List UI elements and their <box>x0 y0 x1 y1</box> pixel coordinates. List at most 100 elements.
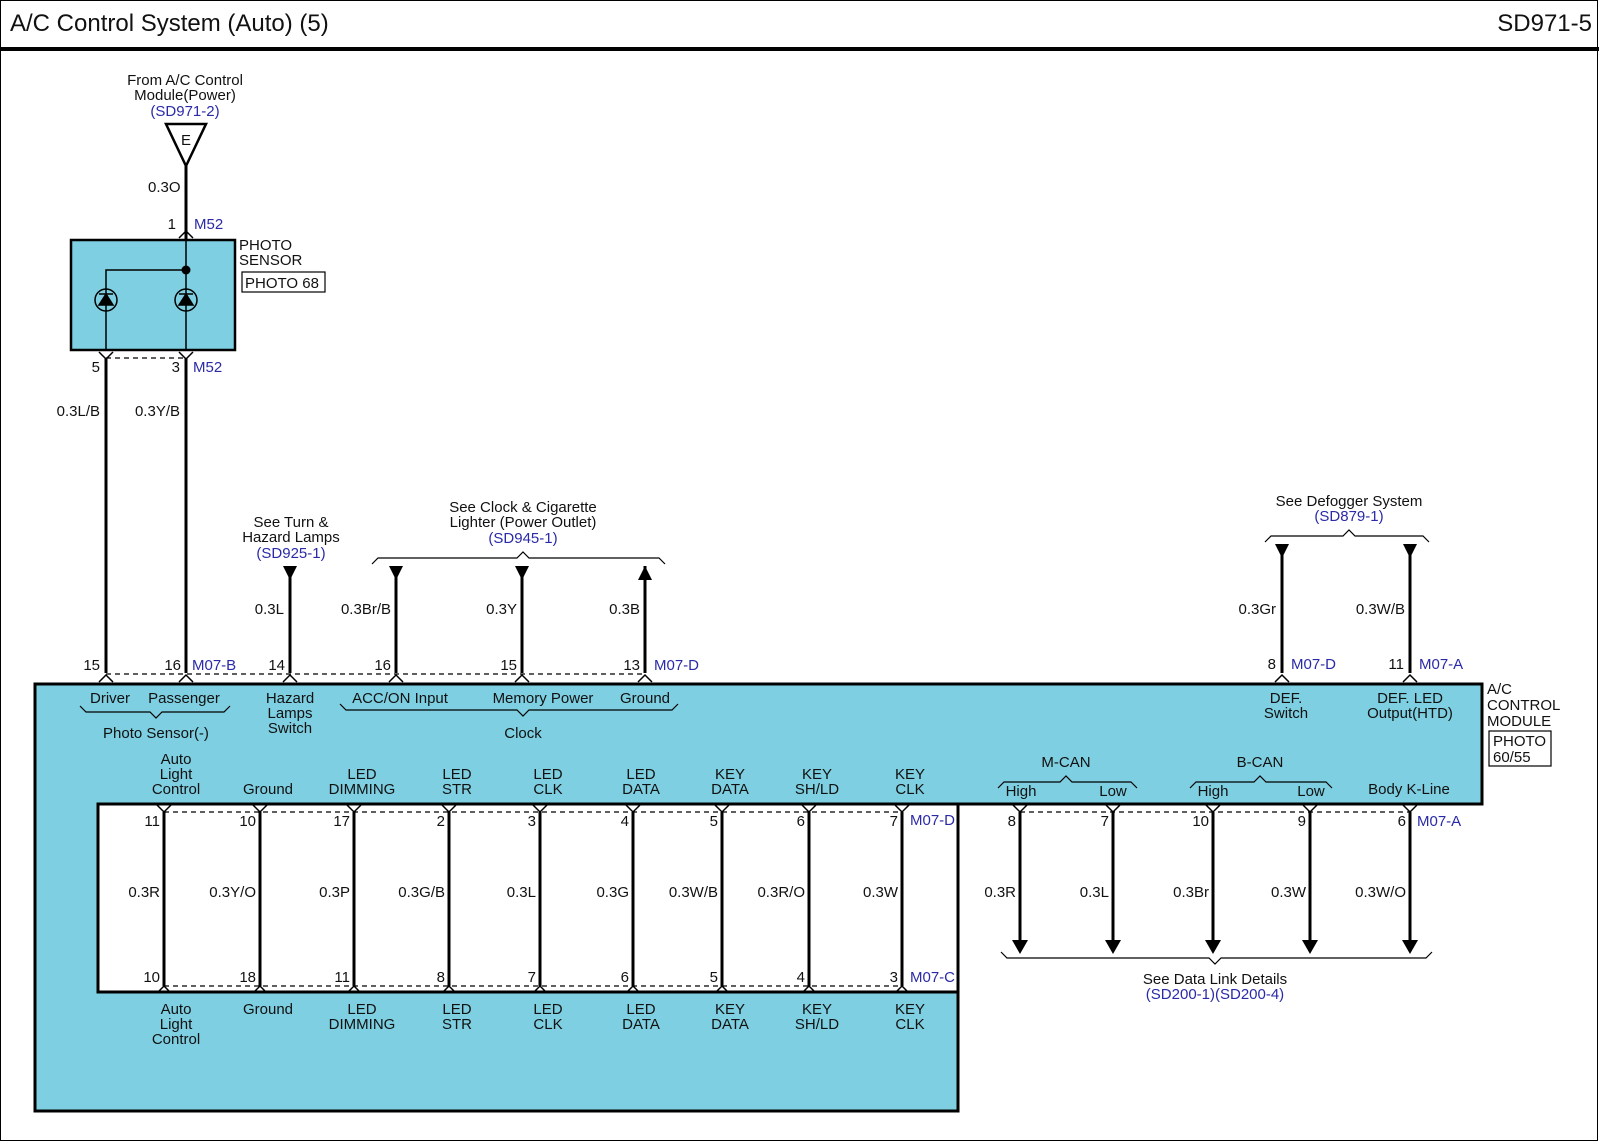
middle-signal-label-bottom: KEY <box>895 1001 925 1018</box>
connector-m07d-mid: M07-D <box>910 812 955 829</box>
middle-connector-window <box>96 802 960 994</box>
photo-sensor-photo-box <box>241 271 326 293</box>
turn-ref-line-1: See Turn & <box>253 514 328 531</box>
middle-pin-bottom-mark <box>346 984 362 994</box>
can-wire-arrow <box>1012 940 1028 954</box>
can-pin: 8 <box>1008 813 1016 830</box>
middle-pin-bottom: 11 <box>334 969 350 986</box>
mcan-brace <box>997 775 1138 789</box>
middle-pin-top: 10 <box>239 813 256 830</box>
data-link-brace <box>1000 951 1433 965</box>
defogger-ref-code: (SD879-1) <box>1314 508 1383 525</box>
middle-signal-label-bottom: LED <box>626 1001 655 1018</box>
pin-16-passenger: 16 <box>164 657 181 674</box>
middle-signal-label-top: KEY <box>715 766 745 783</box>
connector-m07b: M07-B <box>192 657 236 674</box>
label-mcan-high: High <box>1006 783 1037 800</box>
middle-pin-bottom-mark <box>156 984 172 994</box>
middle-pin-top-mark <box>346 804 362 814</box>
middle-signal-label-bottom: LED <box>442 1001 471 1018</box>
source-label-line-1: From A/C Control <box>127 72 243 89</box>
can-wire-label: 0.3R <box>984 884 1016 901</box>
label-mcan: M-CAN <box>1041 754 1090 771</box>
middle-pin-bottom: 6 <box>621 969 629 986</box>
middle-signal-label-top: LED <box>626 766 655 783</box>
photo-sensor-name-1: PHOTO <box>239 237 292 254</box>
module-name-3: MODULE <box>1487 713 1551 730</box>
middle-pin-bottom: 3 <box>890 969 898 986</box>
photo-wire-left-label: 0.3L/B <box>57 403 100 420</box>
connector-m07c: M07-C <box>910 969 955 986</box>
middle-wire-label: 0.3W/B <box>669 884 718 901</box>
bcan-brace <box>1189 775 1333 789</box>
middle-signal-label-bottom: KEY <box>802 1001 832 1018</box>
middle-wire-label: 0.3W <box>863 884 899 901</box>
label-hazard-3: Switch <box>268 720 312 737</box>
pin-15-driver: 15 <box>83 657 100 674</box>
connector-m07a-def: M07-A <box>1419 656 1463 673</box>
clock-ref-line-1: See Clock & Cigarette <box>449 499 597 516</box>
can-wire-label: 0.3W <box>1271 884 1307 901</box>
photo-internal-branch <box>105 269 186 350</box>
middle-signal-label-top: Auto <box>161 751 192 768</box>
middle-wire-label: 0.3Y/O <box>209 884 256 901</box>
middle-signal-label-bottom: DATA <box>622 1016 660 1033</box>
photo-sensor-name-2: SENSOR <box>239 252 303 269</box>
middle-wire-label: 0.3G <box>596 884 629 901</box>
label-hazard-1: Hazard <box>266 690 314 707</box>
middle-pin-bottom-mark <box>441 984 457 994</box>
middle-signal-label-bottom: Control <box>152 1031 200 1048</box>
middle-signal-label-bottom: Light <box>160 1016 193 1033</box>
pin-15-memory: 15 <box>500 657 517 674</box>
middle-signal-label-top: STR <box>442 781 472 798</box>
module-photo-2: 60/55 <box>1493 749 1531 766</box>
middle-signal-label-bottom: Ground <box>243 1001 293 1018</box>
middle-signal-label-bottom: DATA <box>711 1016 749 1033</box>
module-name-1: A/C <box>1487 681 1512 698</box>
source-connector-letter: E <box>181 132 191 149</box>
connector-m07d-def: M07-D <box>1291 656 1336 673</box>
middle-signal-label-bottom: LED <box>347 1001 376 1018</box>
clock-group-brace <box>339 703 679 717</box>
can-wire-arrow <box>1302 940 1318 954</box>
data-link-ref-line-1: See Data Link Details <box>1143 971 1287 988</box>
label-def-led-1: DEF. LED <box>1377 690 1443 707</box>
middle-pin-bottom-mark <box>894 984 910 994</box>
middle-signal-label-top: SH/LD <box>795 781 839 798</box>
top-pin-marks <box>98 673 1418 683</box>
label-def-led-2: Output(HTD) <box>1367 705 1453 722</box>
middle-wire-label: 0.3L <box>507 884 536 901</box>
middle-signal-label-bottom: DIMMING <box>329 1016 396 1033</box>
clock-ref-line-2: Lighter (Power Outlet) <box>450 514 597 531</box>
middle-pin-bottom: 5 <box>710 969 718 986</box>
can-wire-label: 0.3L <box>1080 884 1109 901</box>
photo-pin-top: 1 <box>168 216 176 233</box>
photo-pin-right: 3 <box>172 359 180 376</box>
photodiode-right-symbol <box>177 292 195 306</box>
can-wire-label: 0.3W/O <box>1355 884 1406 901</box>
photo-connector-bottom: M52 <box>193 359 222 376</box>
middle-pin-bottom-mark <box>714 984 730 994</box>
def-led-wire-label: 0.3W/B <box>1356 601 1405 618</box>
middle-pin-top: 11 <box>144 813 160 830</box>
pin-16-acc: 16 <box>374 657 391 674</box>
can-pin: 10 <box>1192 813 1209 830</box>
photodiode-left-symbol <box>97 292 115 306</box>
can-pin: 6 <box>1398 813 1406 830</box>
label-def-switch-1: DEF. <box>1270 690 1303 707</box>
def-switch-wire-label: 0.3Gr <box>1238 601 1276 618</box>
can-pin-mark <box>1012 804 1028 814</box>
label-def-switch-2: Switch <box>1264 705 1308 722</box>
middle-signal-label-top: DIMMING <box>329 781 396 798</box>
middle-pin-top-mark <box>532 804 548 814</box>
photo-sensor-body <box>69 238 237 352</box>
middle-pin-bottom-mark <box>532 984 548 994</box>
can-pin: 9 <box>1298 813 1306 830</box>
module-photo-1: PHOTO <box>1493 733 1546 750</box>
can-pin-mark <box>1402 804 1418 814</box>
middle-signal-label-top: KEY <box>895 766 925 783</box>
pin-8-def-switch: 8 <box>1268 656 1276 673</box>
middle-pin-bottom: 7 <box>528 969 536 986</box>
connector-m07a-can: M07-A <box>1417 813 1461 830</box>
